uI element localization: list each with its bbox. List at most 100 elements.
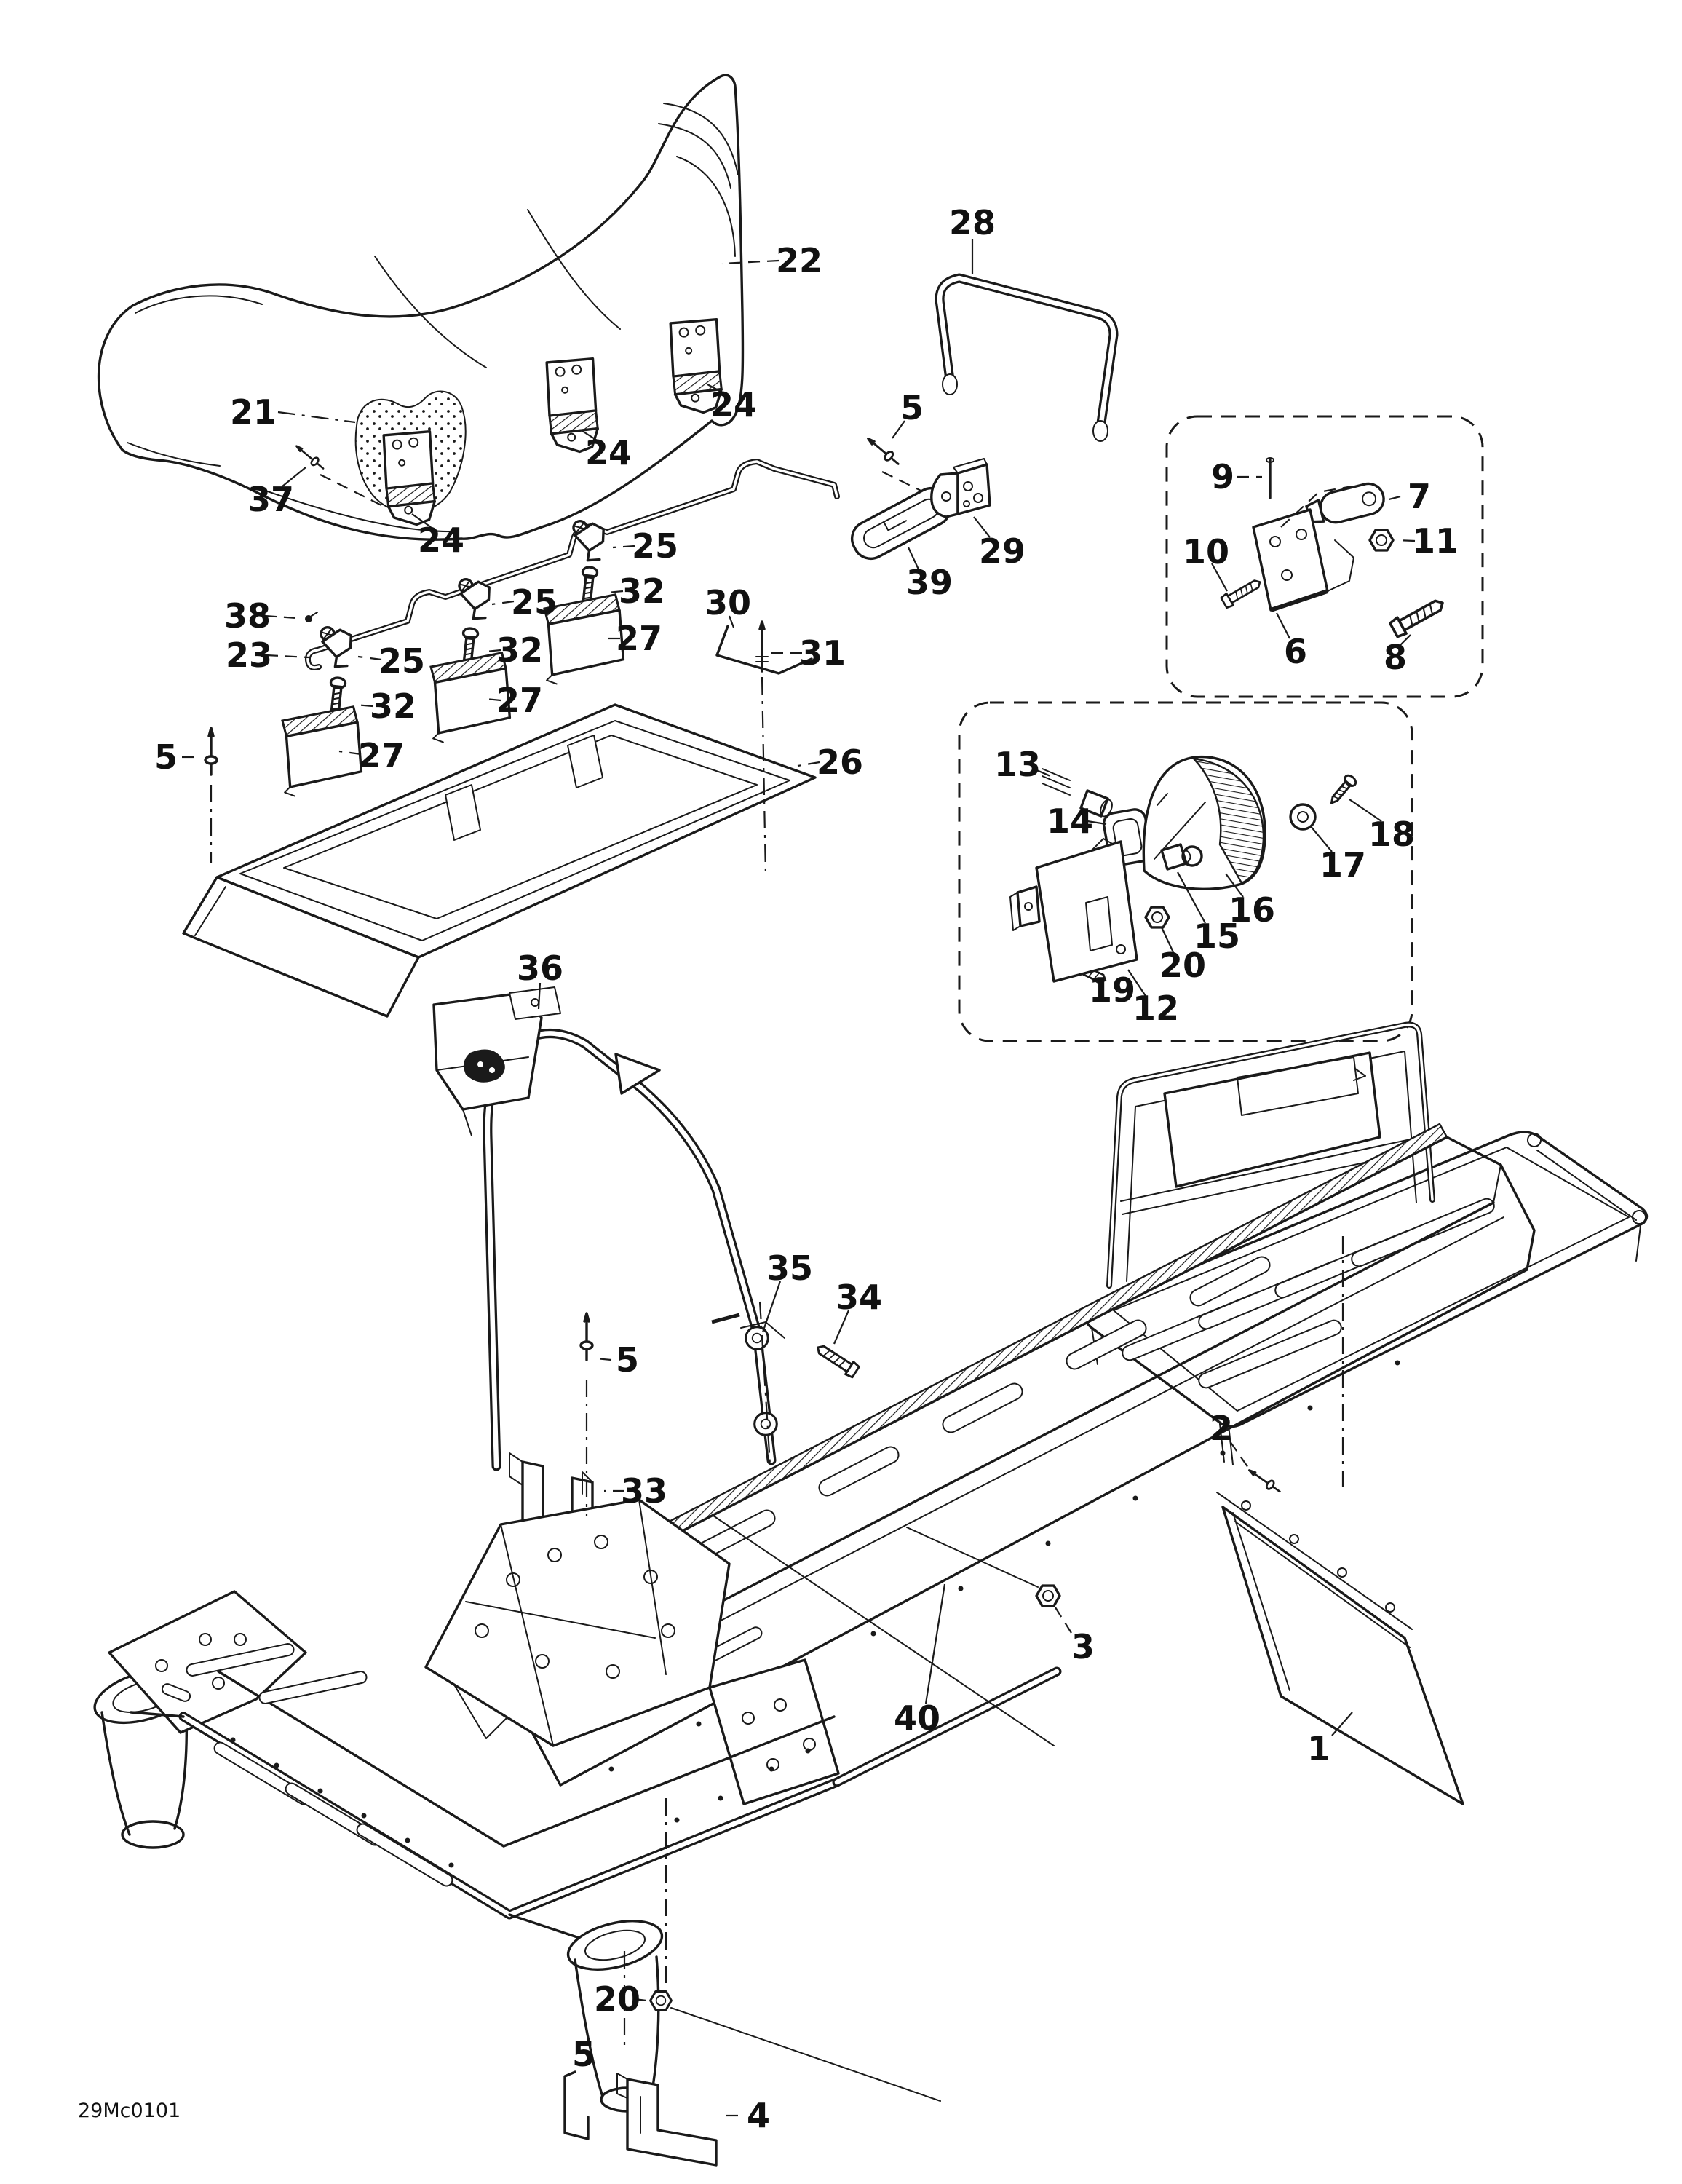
callout-leader-37	[282, 467, 306, 487]
callout-2: 2	[1210, 1409, 1233, 1448]
callout-leader-7	[1382, 495, 1401, 502]
callout-26: 26	[817, 743, 863, 782]
callout-20: 20	[594, 1979, 640, 2019]
callout-leader-25	[491, 600, 515, 606]
lens-16	[1142, 755, 1266, 890]
callout-5: 5	[900, 388, 924, 427]
callout-36: 36	[517, 949, 563, 988]
screw-5-left	[204, 727, 218, 776]
callout-25: 25	[378, 641, 425, 681]
callout-leader-32	[485, 649, 501, 653]
callout-39: 39	[906, 563, 953, 602]
storage-tray-26	[182, 703, 817, 1018]
callout-leader-16	[1225, 873, 1244, 898]
callout-leader-27	[338, 750, 362, 756]
callout-leader-40	[924, 1583, 946, 1704]
callout-leader-8	[1400, 634, 1411, 646]
callout-leader-25	[357, 655, 382, 661]
callout-32: 32	[619, 571, 665, 611]
callout-leader-10	[1211, 563, 1228, 592]
screw-37	[293, 441, 382, 506]
callout-leader-25	[612, 545, 635, 549]
callout-6: 6	[1284, 632, 1307, 671]
callout-28: 28	[949, 203, 996, 242]
clip-38	[305, 615, 312, 622]
front-frame	[93, 1498, 1062, 2113]
callout-9: 9	[1211, 457, 1234, 496]
callout-leader-29	[973, 516, 991, 538]
nut-20-lower	[649, 1990, 941, 2102]
callout-leader-23	[266, 654, 309, 659]
callout-1: 1	[1307, 1729, 1330, 1768]
grab-handle-28	[935, 273, 1119, 442]
callout-18: 18	[1368, 815, 1415, 854]
tunnel-slots	[613, 1256, 1271, 1710]
callout-leader-36	[537, 982, 542, 1010]
rivet-2	[1245, 1465, 1284, 1497]
callout-24: 24	[710, 385, 757, 424]
callout-32: 32	[370, 687, 416, 726]
callout-leader-24	[582, 430, 599, 442]
rack-slats	[1122, 1198, 1495, 1389]
callout-27: 27	[496, 681, 543, 720]
rear-bumper-36	[432, 986, 785, 1471]
callout-7: 7	[1408, 477, 1431, 516]
callout-30: 30	[705, 583, 751, 622]
tunnel-rivets	[608, 1360, 1400, 1772]
callout-38: 38	[224, 596, 271, 636]
callout-29: 29	[979, 531, 1026, 571]
callout-31: 31	[799, 633, 846, 673]
callout-leader-39	[908, 547, 919, 570]
callout-14: 14	[1047, 802, 1093, 841]
bracket-6	[1252, 485, 1354, 612]
callout-leader-11	[1395, 539, 1416, 542]
callout-12: 12	[1132, 989, 1179, 1028]
support-rail-23	[304, 459, 840, 670]
callout-leader-32	[354, 703, 373, 708]
callout-25: 25	[511, 582, 558, 622]
nut-20-taillight	[1144, 906, 1170, 929]
housing-12	[1009, 838, 1138, 983]
callout-leader-18	[1349, 799, 1382, 822]
mud-flap-1	[1216, 1492, 1464, 1805]
callout-32: 32	[496, 630, 543, 670]
callout-leader-3	[1055, 1607, 1072, 1634]
callout-21: 21	[230, 392, 277, 432]
callout-leader-27	[485, 697, 501, 702]
callout-33: 33	[621, 1471, 667, 1511]
callout-leader-12	[1127, 969, 1146, 997]
washer-17	[1289, 803, 1317, 831]
screw-5-mid	[579, 1312, 594, 1361]
callout-22: 22	[776, 241, 822, 280]
construction-lines	[210, 676, 1344, 2050]
nut-3	[906, 1527, 1061, 1607]
bolt-8	[1388, 593, 1448, 640]
callout-5: 5	[616, 1340, 639, 1380]
callout-leader-26	[797, 761, 820, 767]
footboard-strips	[186, 1643, 453, 1887]
callout-leader-1	[1331, 1712, 1353, 1736]
bulb-15	[1160, 843, 1203, 871]
detail-box-hinge	[1165, 415, 1484, 698]
callout-leader-20	[634, 1998, 647, 2002]
callout-13: 13	[994, 745, 1041, 784]
callout-40: 40	[894, 1698, 940, 1738]
callout-leader-35	[761, 1281, 782, 1333]
callout-4: 4	[747, 2096, 770, 2135]
callout-10: 10	[1183, 532, 1229, 571]
callout-leader-5	[892, 420, 905, 439]
callout-37: 37	[247, 480, 294, 519]
callout-leader-20	[1161, 927, 1174, 953]
callout-8: 8	[1384, 638, 1407, 677]
bracket-4	[563, 2070, 718, 2167]
pin-9	[1266, 457, 1274, 499]
nut-11	[1368, 529, 1395, 552]
callout-leader-30	[728, 615, 735, 628]
callout-27: 27	[616, 619, 662, 658]
callout-17: 17	[1320, 845, 1366, 885]
cargo-rack	[1083, 1021, 1649, 1465]
callout-27: 27	[358, 736, 405, 775]
callout-leader-13	[1033, 767, 1051, 778]
callout-leader-5	[595, 1357, 612, 1361]
